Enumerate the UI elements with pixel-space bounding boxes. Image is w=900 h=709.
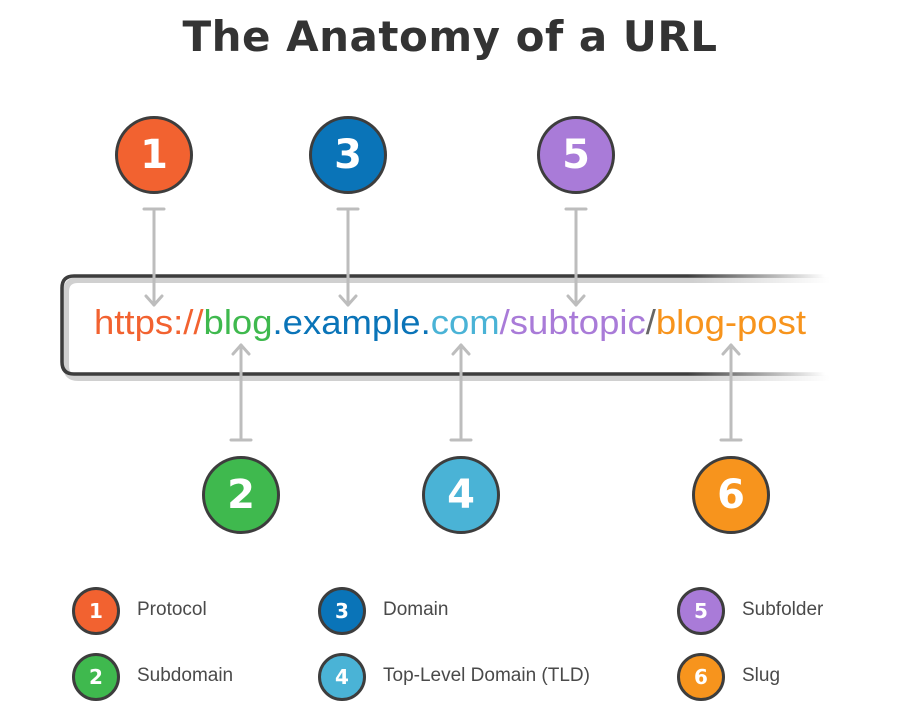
url-subdomain: blog [204,304,273,342]
url-protocol: https:// [94,304,204,342]
connector-3 [336,207,360,307]
legend-badge-5: 5 [677,587,725,635]
url-bar [60,274,825,376]
url-slash: / [646,304,657,342]
legend-badge-2: 2 [72,653,120,701]
url-slash: / [500,304,511,342]
legend-badge-6: 6 [677,653,725,701]
legend-badge-3: 3 [318,587,366,635]
legend-badge-4: 4 [318,653,366,701]
connector-5 [564,207,588,307]
page-title: The Anatomy of a URL [182,12,718,61]
legend-badge-1: 1 [72,587,120,635]
connector-4 [449,343,473,442]
url-dot: . [421,304,431,342]
badge-6: 6 [692,456,770,534]
legend-label-domain: Domain [383,599,449,620]
legend-label-subfolder: Subfolder [742,599,824,620]
connector-1 [142,207,166,307]
badge-4: 4 [422,456,500,534]
connector-6 [719,343,743,442]
badge-1: 1 [115,116,193,194]
url-bar-shadow [63,277,830,381]
url-text: https://blog.example.com/subtopic/blog-p… [94,304,807,342]
legend-label-subdomain: Subdomain [137,665,234,686]
badge-5: 5 [537,116,615,194]
badge-2: 2 [202,456,280,534]
url-slug: blog-post [656,304,807,342]
url-tld: com [431,304,500,342]
legend-label-slug: Slug [742,665,781,686]
url-domain: example [283,304,421,342]
legend-label-tld: Top-Level Domain (TLD) [383,665,590,686]
url-subfolder: subtopic [510,304,646,342]
url-dot: . [273,304,283,342]
legend-label-protocol: Protocol [137,599,207,620]
badge-3: 3 [309,116,387,194]
connector-2 [229,343,253,442]
